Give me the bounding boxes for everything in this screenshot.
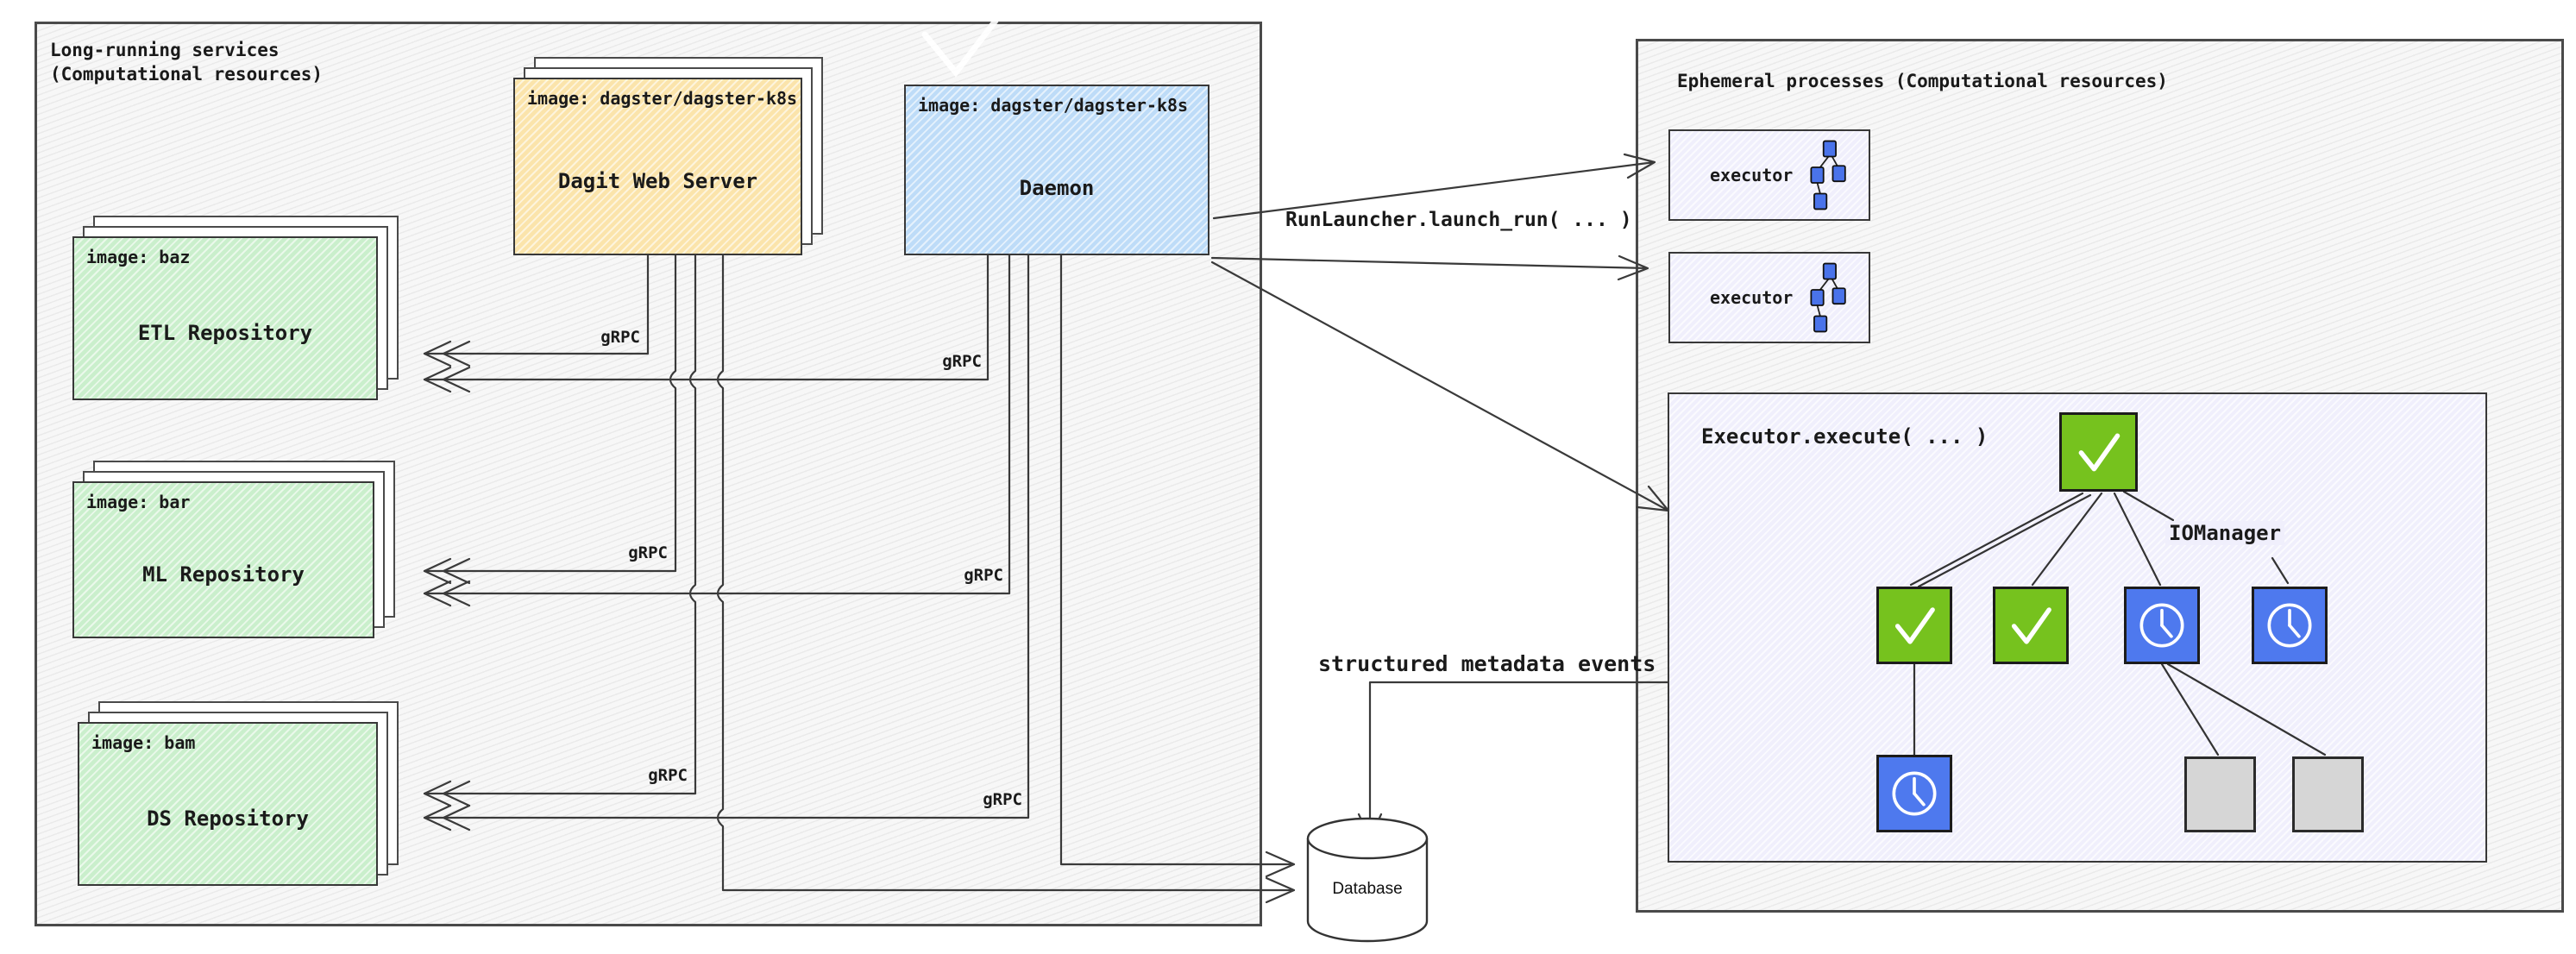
step-node-pending-2 — [2252, 587, 2328, 664]
arrowhead-db-lower — [1265, 876, 1296, 904]
step-node-skipped-1 — [2184, 756, 2256, 832]
right-panel-title: Ephemeral processes (Computational resou… — [1677, 71, 2168, 91]
daemon-image-label: image: dagster/dagster-k8s — [918, 95, 1189, 116]
grpc-label-daemon-ml: gRPC — [964, 566, 1003, 585]
dagit-name: Dagit Web Server — [557, 169, 758, 193]
executor-box-1: executor — [1668, 129, 1870, 221]
step-node-pending-1 — [2124, 587, 2200, 664]
clock-icon — [1892, 771, 1937, 816]
dagit-image-label: image: dagster/dagster-k8s — [527, 88, 798, 109]
step-node-root-success — [2059, 412, 2138, 492]
step-node-success-1 — [1876, 587, 1952, 664]
database-label: Database — [1332, 880, 1403, 898]
run-launcher-arrow-2 — [1210, 254, 1649, 281]
grpc-label-daemon-etl: gRPC — [942, 352, 982, 371]
executor-box-2: executor — [1668, 252, 1870, 343]
step-node-skipped-2 — [2292, 756, 2364, 832]
dagit-web-server-box: image: dagster/dagster-k8s Dagit Web Ser… — [513, 78, 802, 255]
left-panel-title: Long-running services (Computational res… — [50, 40, 324, 85]
iomanager-label: IOManager — [2165, 521, 2285, 545]
executor-execute-arrow — [1210, 260, 1670, 512]
ds-image-label: image: bam — [91, 732, 196, 753]
executor-1-label: executor — [1710, 165, 1794, 185]
structured-metadata-label: structured metadata events — [1318, 651, 1656, 676]
executor-execute-title: Executor.execute( ... ) — [1701, 424, 1989, 449]
ml-repository-box: image: bar ML Repository — [72, 481, 374, 638]
daemon-name: Daemon — [1019, 176, 1095, 200]
etl-repo-name: ETL Repository — [137, 321, 313, 345]
structured-metadata-line — [1357, 681, 1669, 840]
check-icon — [1894, 607, 1935, 644]
dag-icon — [1810, 262, 1847, 333]
daemon-box: image: dagster/dagster-k8s Daemon — [904, 85, 1209, 255]
grpc-label-dagit-ds: gRPC — [648, 766, 688, 785]
dag-icon — [1810, 140, 1847, 210]
grpc-label-dagit-etl: gRPC — [600, 328, 640, 347]
run-launcher-label: RunLauncher.launch_run( ... ) — [1285, 209, 1632, 231]
ml-repo-name: ML Repository — [142, 562, 305, 587]
check-icon — [2011, 607, 2051, 644]
arrowhead-db-upper — [1265, 850, 1296, 878]
clock-icon — [2139, 603, 2184, 648]
grpc-label-daemon-ds: gRPC — [983, 790, 1022, 809]
ds-repository-box: image: bam DS Repository — [78, 722, 378, 886]
etl-image-label: image: baz — [86, 247, 191, 267]
grpc-label-dagit-ml: gRPC — [628, 543, 668, 562]
clock-icon — [2267, 603, 2312, 648]
step-node-success-2 — [1993, 587, 2069, 664]
ml-image-label: image: bar — [86, 492, 191, 512]
etl-repository-box: image: baz ETL Repository — [72, 236, 378, 400]
check-icon — [2078, 433, 2120, 472]
executor-2-label: executor — [1710, 287, 1794, 308]
ds-repo-name: DS Repository — [147, 807, 309, 831]
step-node-pending-3 — [1876, 755, 1952, 832]
